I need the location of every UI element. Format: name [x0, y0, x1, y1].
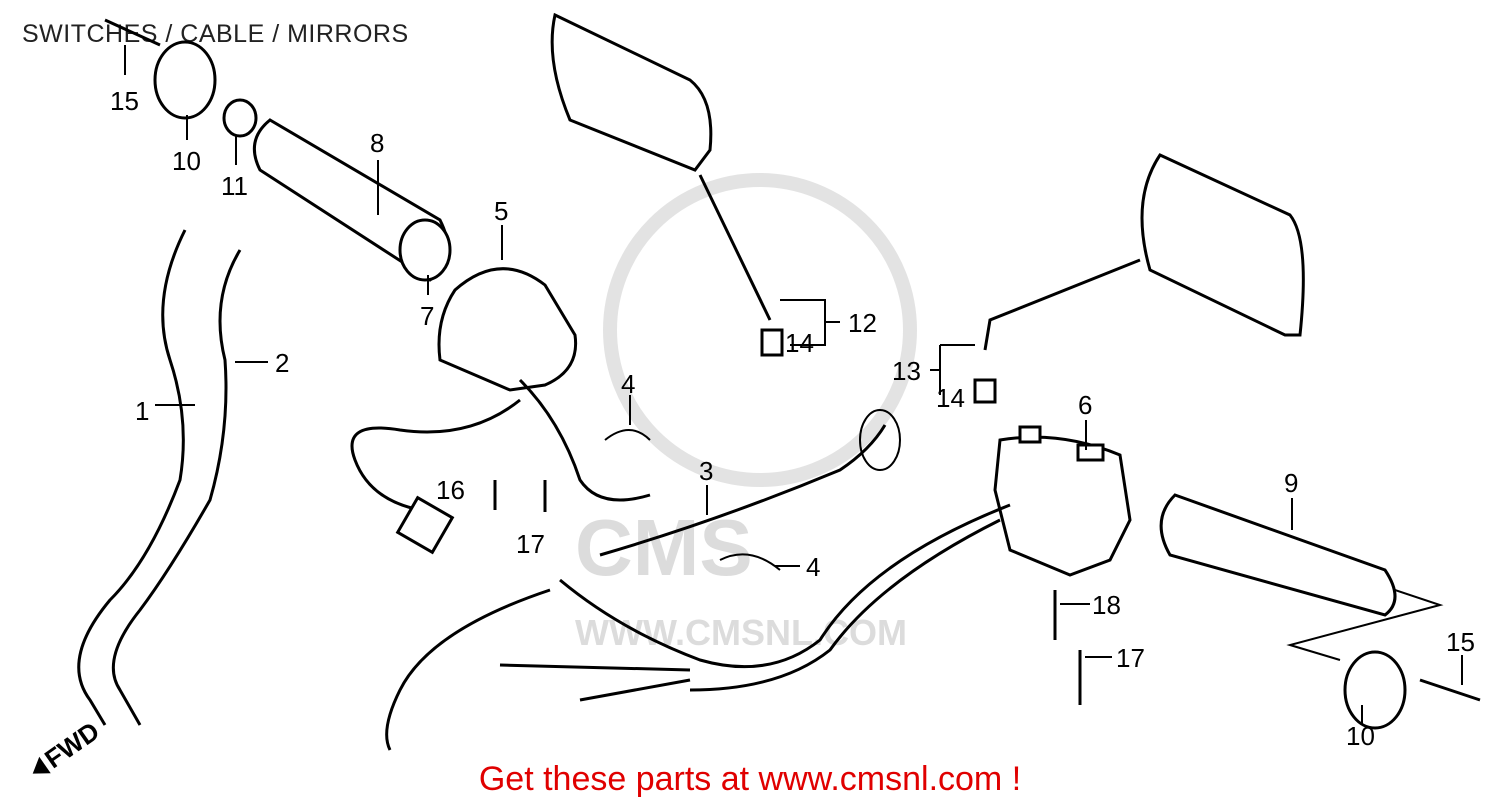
callout-16: 16 — [436, 475, 465, 505]
callout-2: 2 — [275, 348, 289, 378]
diagram-title: SWITCHES / CABLE / MIRRORS — [22, 20, 409, 48]
callout-12: 12 — [848, 308, 877, 338]
callout-11: 11 — [221, 171, 248, 201]
callout-6: 6 — [1078, 390, 1092, 420]
footer-link[interactable]: Get these parts at www.cmsnl.com ! — [478, 760, 1022, 798]
callout-3: 3 — [699, 456, 713, 486]
callout-10: 10 — [1346, 721, 1375, 751]
right-mirror — [973, 153, 1305, 404]
callout-7: 7 — [420, 301, 434, 331]
callout-14: 14 — [936, 383, 965, 413]
callout-4: 4 — [621, 369, 635, 399]
callout-labels: 15 10 11 8 7 5 1 2 12 14 13 14 4 6 3 16 … — [110, 86, 1475, 751]
left-mirror — [550, 12, 784, 357]
callout-17: 17 — [1116, 643, 1145, 673]
left-grip-assembly — [104, 18, 452, 282]
watermark-logo: CMS — [575, 503, 753, 592]
callout-15: 15 — [110, 86, 139, 116]
callout-5: 5 — [494, 196, 508, 226]
right-grip — [1159, 493, 1481, 730]
watermark: CMS WWW.CMSNL.COM — [575, 173, 917, 653]
callout-9: 9 — [1284, 468, 1298, 498]
callout-10: 10 — [172, 146, 201, 176]
watermark-url: WWW.CMSNL.COM — [575, 612, 907, 653]
callout-13: 13 — [892, 356, 921, 386]
leader-lines — [124, 45, 1463, 725]
callout-8: 8 — [370, 128, 384, 158]
left-switch-housing — [350, 267, 651, 555]
callout-17: 17 — [516, 529, 545, 559]
callout-15: 15 — [1446, 627, 1475, 657]
throttle-cables — [77, 229, 242, 726]
callout-14: 14 — [785, 328, 814, 358]
right-switch-housing — [993, 425, 1132, 577]
wire-harness — [385, 409, 1082, 751]
callout-18: 18 — [1092, 590, 1121, 620]
callout-4: 4 — [806, 552, 820, 582]
callout-1: 1 — [135, 396, 149, 426]
